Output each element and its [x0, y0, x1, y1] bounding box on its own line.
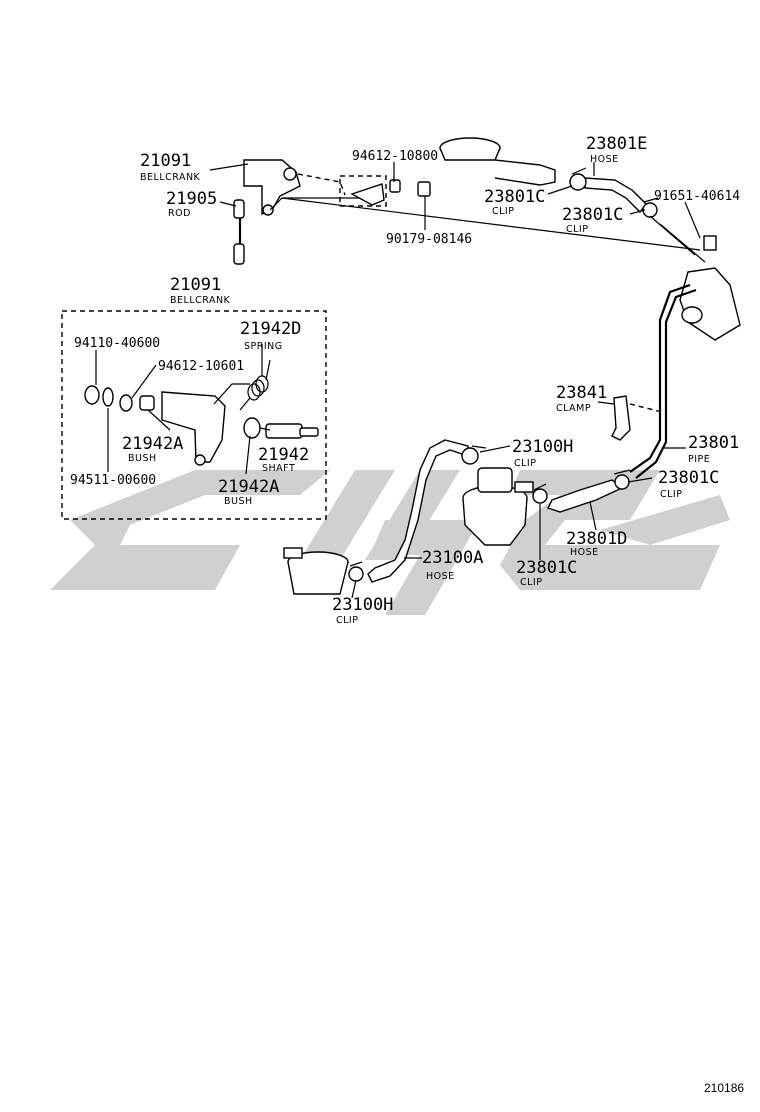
callout-clamp-desc: CLAMP [556, 403, 591, 414]
callout-clip-c3-number: 23801C [658, 468, 719, 488]
bellcrank-assembly [161, 383, 250, 466]
throttle-cable [281, 197, 701, 251]
callout-clip-h2-desc: CLIP [336, 615, 358, 626]
fuel-filter-upper [679, 267, 741, 341]
callout-clamp-number: 23841 [556, 383, 607, 403]
callout-clip-c4-desc: CLIP [520, 577, 542, 588]
callout-91651-40614: 91651-40614 [654, 189, 740, 204]
callout-clip-c1-desc: CLIP [492, 206, 514, 217]
callout-bush-a1-number: 21942A [122, 434, 183, 454]
spring-21942d [239, 359, 271, 411]
callout-clip-h1-desc: CLIP [514, 458, 536, 469]
leader-lines [95, 162, 701, 599]
washer-94110-40600 [84, 385, 100, 405]
clip-23801c-lower [532, 483, 548, 504]
carburetor-top [439, 137, 556, 186]
bellcrank-upper [243, 159, 301, 216]
diagram-id: 210186 [704, 1081, 744, 1095]
hose-23801e [584, 177, 647, 214]
callout-spring-desc: SPRING [244, 341, 283, 352]
rod-part [233, 199, 245, 265]
callout-hose-e-desc: HOSE [590, 154, 619, 165]
callout-pipe-number: 23801 [688, 433, 739, 453]
bush-21942a-right [243, 417, 261, 439]
callout-94511-00600: 94511-00600 [70, 473, 156, 488]
clip-23100h-bottom [348, 561, 364, 582]
nut-94511-00600 [102, 387, 114, 407]
callout-pipe-desc: PIPE [688, 454, 710, 465]
clip-23801c-top [569, 167, 587, 191]
clamp-23841 [611, 395, 663, 441]
linkage-lever [339, 175, 387, 207]
callout-clip-c4-number: 23801C [516, 558, 577, 578]
washer-94612-10800 [389, 179, 401, 193]
callout-shaft-number: 21942 [258, 445, 309, 465]
bellcrank-group-box [61, 310, 327, 520]
callout-bush-a2-number: 21942A [218, 477, 279, 497]
callout-spring-number: 21942D [240, 319, 301, 339]
hose-23100a [367, 439, 469, 583]
callout-bush-a1-desc: BUSH [128, 453, 157, 464]
callout-bellcrank-top-desc: BELLCRANK [140, 172, 201, 183]
callout-clip-h2-number: 23100H [332, 595, 393, 615]
clip-23801c-right [642, 197, 659, 218]
callout-hose-d-number: 23801D [566, 529, 627, 549]
callout-clip-c3-desc: CLIP [660, 489, 682, 500]
hose-23801d [547, 479, 624, 513]
callout-hose-e-number: 23801E [586, 134, 647, 154]
bush-21942a-left [139, 395, 155, 411]
callout-90179-08146: 90179-08146 [386, 232, 472, 247]
watermark-logo [50, 470, 730, 615]
bolt-90179-08146 [417, 181, 431, 197]
linkage-rod [269, 197, 370, 211]
callout-hose-a-desc: HOSE [426, 571, 455, 582]
pipe-23801 [629, 283, 691, 473]
callout-hose-a-number: 23100A [422, 548, 483, 568]
callout-rod-number: 21905 [166, 189, 217, 209]
callout-clip-h1-number: 23100H [512, 437, 573, 457]
shaft-21942 [265, 423, 319, 439]
callout-bellcrank-box-desc: BELLCRANK [170, 295, 231, 306]
callout-clip-c1-number: 23801C [484, 187, 545, 207]
callout-clip-c2-number: 23801C [562, 205, 623, 225]
fuel-pump [462, 467, 534, 546]
callout-clip-c2-desc: CLIP [566, 224, 588, 235]
callout-shaft-desc: SHAFT [262, 463, 295, 474]
callout-94110-40600: 94110-40600 [74, 336, 160, 351]
callout-rod-desc: ROD [168, 208, 191, 219]
bolt-91651-40614 [703, 235, 717, 251]
washer-94612-10601 [119, 394, 133, 412]
callout-hose-d-desc: HOSE [570, 547, 599, 558]
fuel-filter-lower [283, 547, 349, 595]
callout-bush-a2-desc: BUSH [224, 496, 253, 507]
callout-94612-10800: 94612-10800 [352, 149, 438, 164]
callout-bellcrank-box-number: 21091 [170, 275, 221, 295]
clip-23100h-top [461, 445, 487, 465]
clip-23801c-mid [613, 469, 631, 490]
callout-bellcrank-top-number: 21091 [140, 151, 191, 171]
callout-94612-10601: 94612-10601 [158, 359, 244, 374]
